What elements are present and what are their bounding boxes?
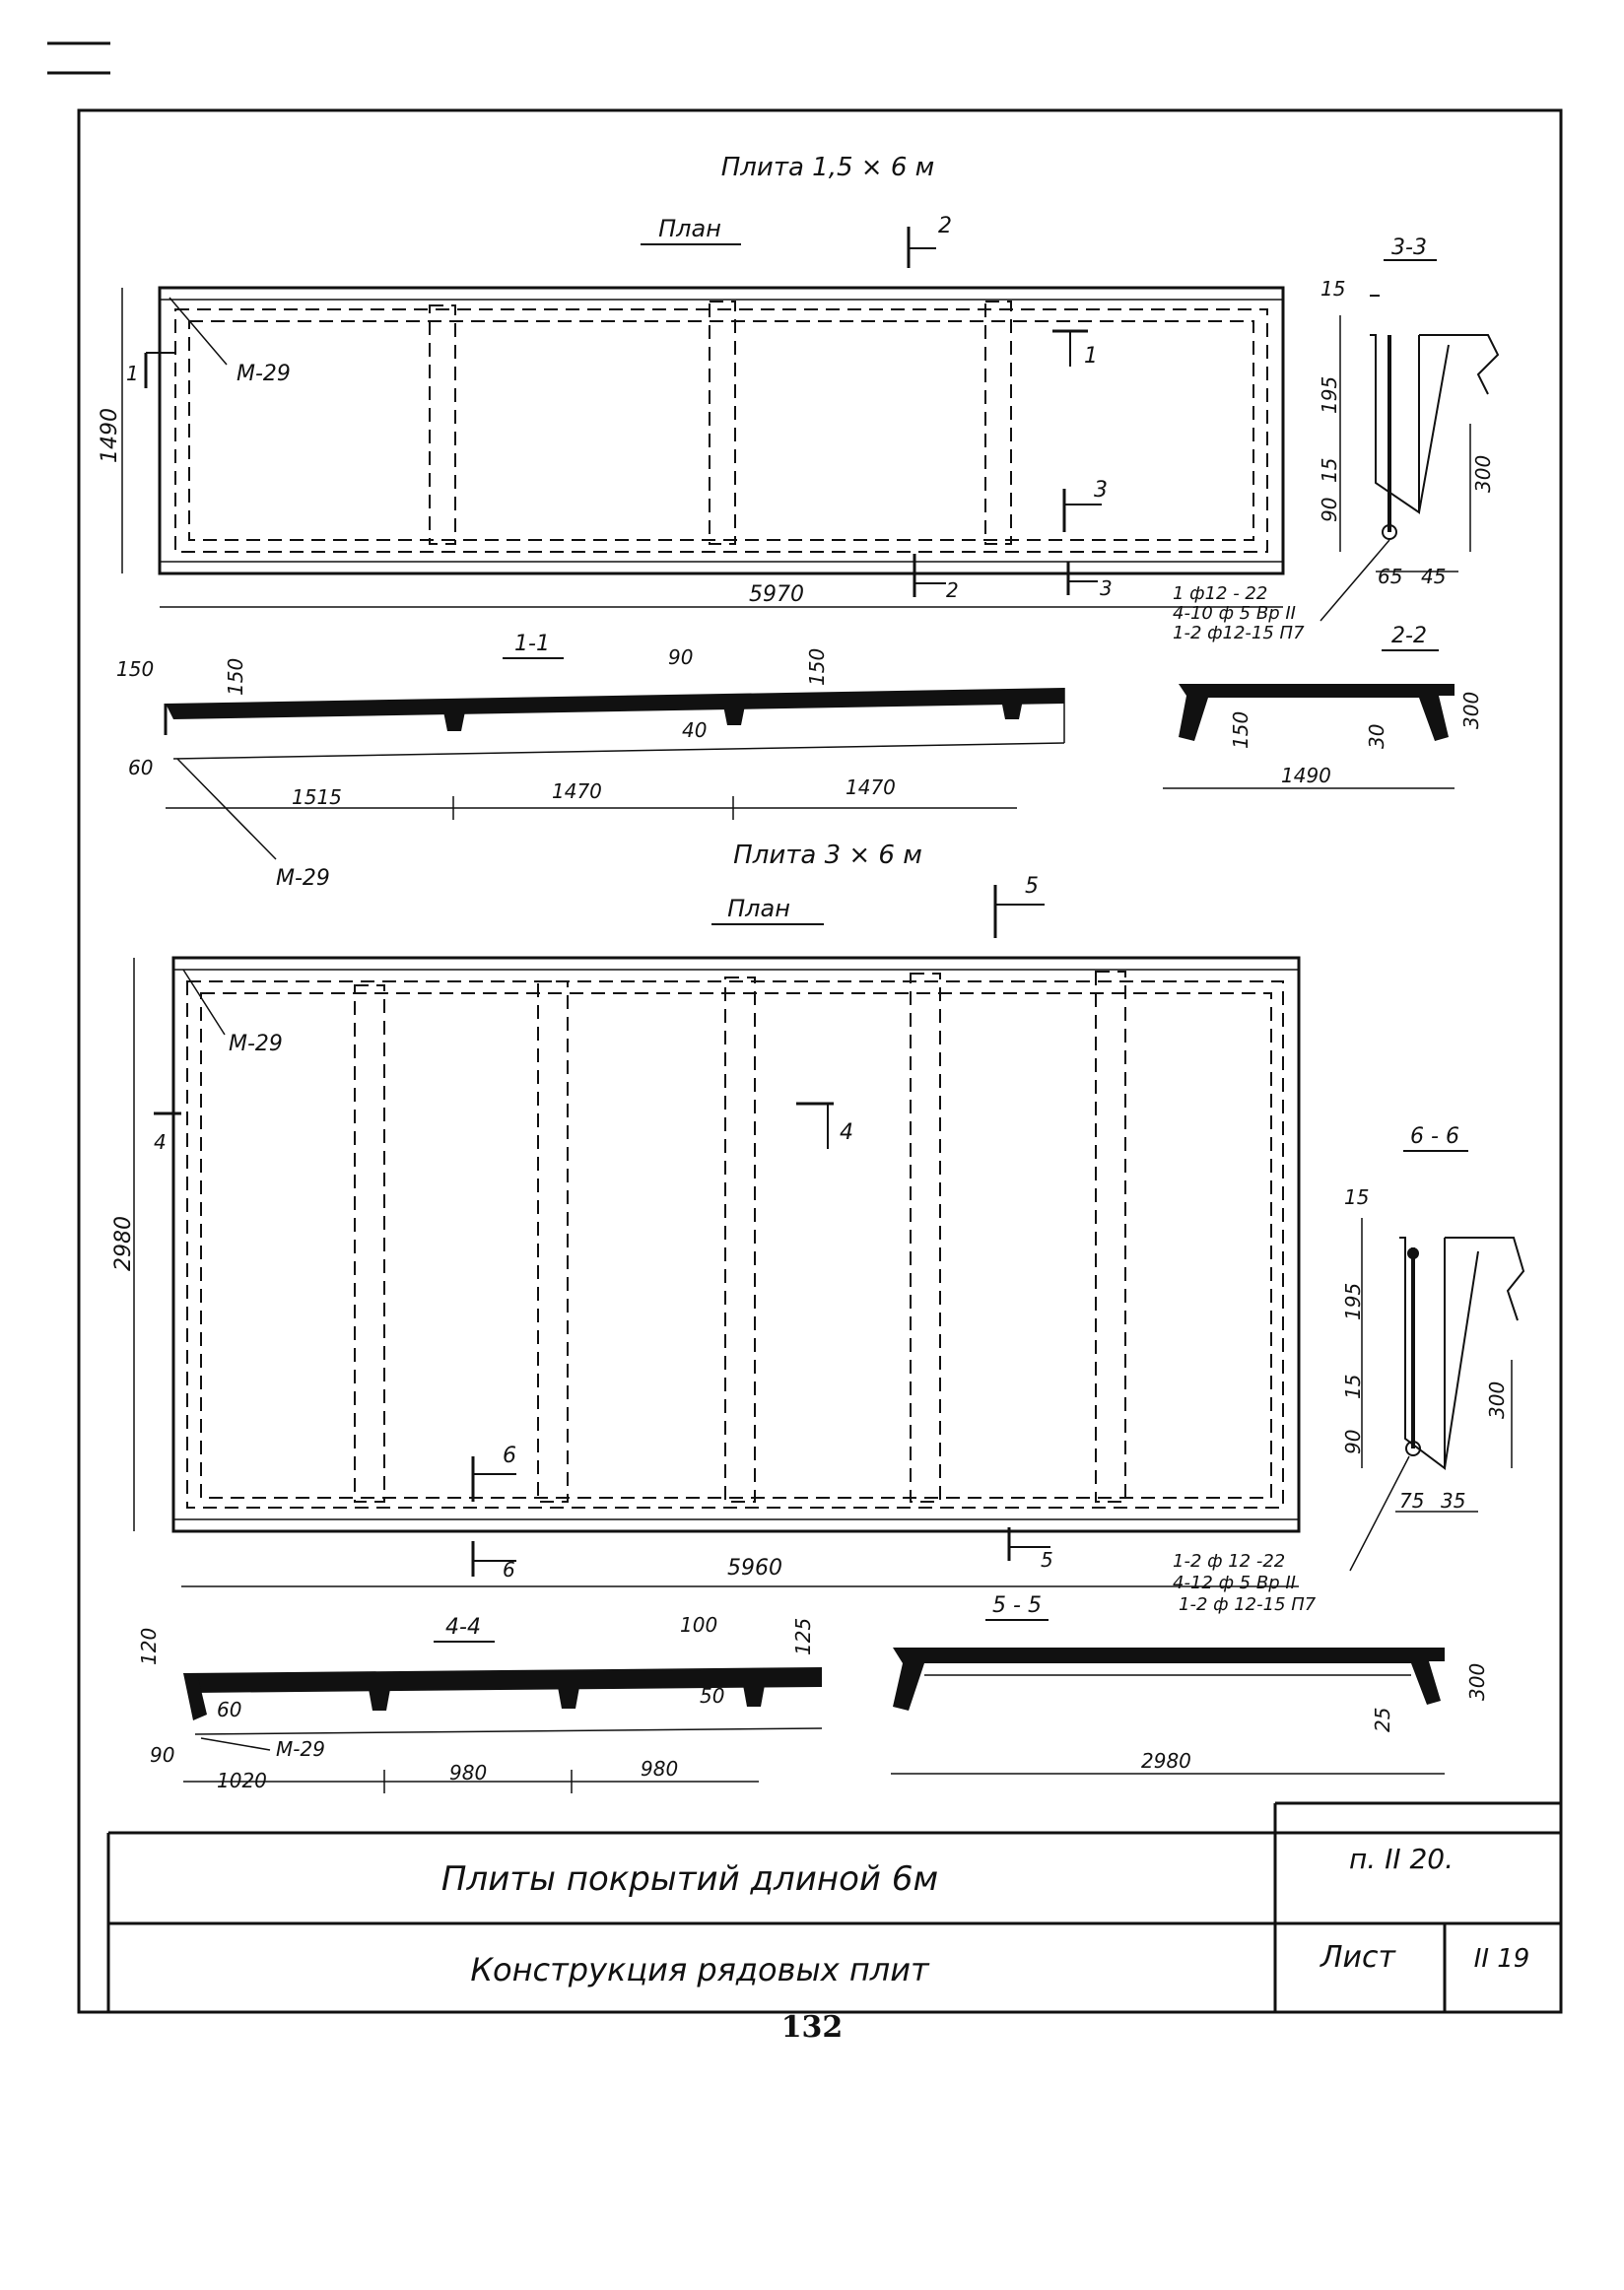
- svg-text:15: 15: [1344, 1185, 1369, 1209]
- svg-text:75: 75: [1399, 1489, 1424, 1513]
- svg-text:1 ф12 - 22: 1 ф12 - 22: [1173, 583, 1267, 604]
- svg-text:4-12 ф 5 Вр II: 4-12 ф 5 Вр II: [1173, 1573, 1296, 1593]
- svg-text:1: 1: [126, 362, 139, 385]
- plate1-width-dim: 1490: [98, 408, 122, 463]
- svg-text:30: 30: [1365, 724, 1388, 749]
- svg-text:45: 45: [1421, 565, 1446, 588]
- svg-text:1-2 ф 12 -22: 1-2 ф 12 -22: [1173, 1551, 1285, 1572]
- plate1-plan-label: План: [658, 215, 721, 242]
- svg-text:300: 300: [1485, 1381, 1509, 1419]
- title-block: [106, 1801, 1561, 2012]
- svg-text:150: 150: [224, 658, 247, 696]
- svg-text:3-3: 3-3: [1391, 236, 1427, 260]
- svg-text:90: 90: [1341, 1430, 1365, 1454]
- svg-text:100: 100: [680, 1613, 717, 1637]
- plate2-width-dim: 2980: [111, 1216, 136, 1271]
- svg-text:3: 3: [1094, 478, 1108, 503]
- plate2-section-6-6: 6 - 6 15 195 15 90 300 75 35 1-2 ф 12 -2…: [1173, 1124, 1525, 1615]
- svg-text:35: 35: [1441, 1489, 1465, 1513]
- svg-text:195: 195: [1341, 1283, 1365, 1320]
- plate1-section-1-1: 1-1 150 150 90 150 40 60 1515 1470 1470 …: [116, 632, 1065, 891]
- plate1-section-3-3: 3-3 15 195 15 90 300 65 45 1 ф12 - 22 4-…: [1173, 236, 1500, 643]
- svg-text:4: 4: [154, 1130, 167, 1154]
- svg-text:5 - 5: 5 - 5: [992, 1593, 1042, 1618]
- svg-text:1470: 1470: [552, 779, 602, 803]
- title-sub: Конструкция рядовых плит: [470, 1951, 930, 1988]
- svg-text:2: 2: [938, 214, 952, 238]
- svg-text:6: 6: [503, 1558, 515, 1582]
- svg-text:60: 60: [128, 756, 153, 779]
- plate1-cut-marks: 2 1 3 2 3 1: [126, 214, 1113, 602]
- plate1-length-dim: 5970: [749, 582, 804, 607]
- plate1-plan: [158, 286, 1285, 575]
- svg-text:1020: 1020: [217, 1769, 267, 1792]
- plate2-embed-label: М-29: [229, 1032, 283, 1056]
- svg-text:1-1: 1-1: [514, 632, 550, 656]
- svg-text:25: 25: [1371, 1708, 1394, 1732]
- svg-text:4-4: 4-4: [445, 1615, 481, 1640]
- svg-text:1470: 1470: [846, 775, 896, 799]
- svg-text:1: 1: [1084, 344, 1098, 369]
- plate2-section-5-5: 5 - 5 300 25 2980: [891, 1593, 1489, 1775]
- svg-text:15: 15: [1341, 1375, 1365, 1399]
- svg-text:40: 40: [682, 718, 707, 742]
- svg-text:5: 5: [1041, 1548, 1053, 1572]
- svg-text:50: 50: [700, 1684, 724, 1708]
- svg-text:980: 980: [449, 1761, 487, 1785]
- svg-text:2: 2: [946, 578, 959, 602]
- svg-text:150: 150: [805, 648, 829, 686]
- sheet-number: II 19: [1474, 1944, 1530, 1974]
- page-number: 132: [780, 2010, 844, 2045]
- plate1-section-2-2: 2-2 150 30 300 1490: [1163, 624, 1483, 789]
- svg-text:65: 65: [1378, 565, 1402, 588]
- svg-text:120: 120: [137, 1628, 161, 1665]
- svg-text:150: 150: [116, 657, 154, 681]
- svg-text:90: 90: [1318, 498, 1341, 522]
- svg-text:1-2 ф12-15 П7: 1-2 ф12-15 П7: [1173, 623, 1305, 643]
- svg-text:60: 60: [217, 1698, 241, 1721]
- plate2-cut-marks: 5 4 4 6 6 5: [154, 874, 1053, 1582]
- svg-text:6: 6: [503, 1444, 516, 1468]
- svg-text:980: 980: [641, 1757, 678, 1781]
- svg-text:1-2 ф 12-15 П7: 1-2 ф 12-15 П7: [1179, 1594, 1317, 1615]
- svg-text:1515: 1515: [292, 785, 342, 809]
- svg-text:15: 15: [1320, 277, 1345, 301]
- title-main: Плиты покрытий длиной 6м: [441, 1859, 938, 1899]
- plate1-title: Плита 1,5 × 6 м: [721, 153, 935, 182]
- svg-text:195: 195: [1318, 376, 1341, 414]
- section-ref: п. II 20.: [1349, 1843, 1454, 1875]
- svg-text:4-10 ф 5 Вр II: 4-10 ф 5 Вр II: [1173, 603, 1296, 624]
- svg-text:125: 125: [791, 1618, 815, 1655]
- plate2-length-dim: 5960: [727, 1556, 782, 1581]
- svg-text:90: 90: [668, 645, 693, 669]
- sheet-frame: [77, 108, 1563, 2014]
- plate2-section-4-4: 4-4 120 100 125 60 50 90 1020 980 980 М-…: [137, 1613, 823, 1793]
- svg-text:2980: 2980: [1141, 1749, 1191, 1773]
- svg-text:5: 5: [1025, 874, 1039, 899]
- svg-text:1490: 1490: [1281, 764, 1331, 787]
- plate2-plan-label: План: [727, 895, 790, 922]
- plate1-embed-label: М-29: [237, 362, 291, 386]
- svg-text:6 - 6: 6 - 6: [1410, 1124, 1459, 1149]
- svg-text:150: 150: [1229, 711, 1252, 749]
- sheet-label: Лист: [1320, 1940, 1397, 1975]
- plate2-plan: [171, 956, 1301, 1533]
- svg-text:300: 300: [1465, 1663, 1489, 1701]
- svg-text:2-2: 2-2: [1391, 624, 1427, 648]
- svg-text:М-29: М-29: [276, 1737, 325, 1761]
- svg-text:90: 90: [150, 1743, 174, 1767]
- plate2-title: Плита 3 × 6 м: [733, 841, 922, 870]
- svg-text:4: 4: [840, 1120, 853, 1145]
- svg-text:15: 15: [1318, 458, 1341, 483]
- svg-text:300: 300: [1471, 455, 1495, 493]
- svg-text:3: 3: [1100, 576, 1113, 600]
- svg-text:М-29: М-29: [276, 866, 330, 891]
- svg-text:300: 300: [1459, 692, 1483, 729]
